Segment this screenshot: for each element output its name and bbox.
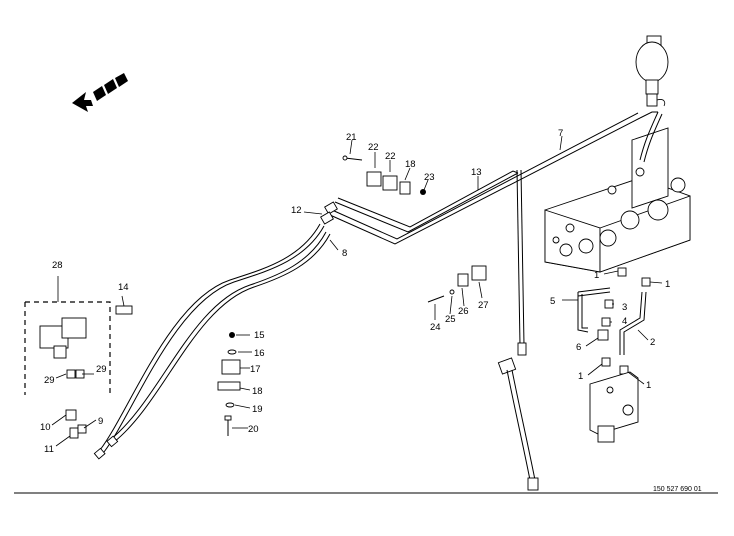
parts-15-20: [217, 332, 241, 436]
fitting-12: [320, 201, 338, 225]
pipes-2-5: [577, 267, 651, 355]
label-1a: 1: [594, 270, 599, 281]
label-26: 26: [458, 306, 469, 317]
label-1c: 1: [578, 371, 583, 382]
label-4: 4: [622, 316, 627, 327]
label-27: 27: [478, 300, 489, 311]
label-3: 3: [622, 302, 627, 313]
label-14: 14: [118, 282, 129, 293]
label-1d: 1: [646, 380, 651, 391]
drawing-number: 150 527 690 01: [653, 486, 702, 493]
label-25: 25: [445, 314, 456, 325]
label-23: 23: [424, 172, 435, 183]
label-17: 17: [250, 364, 261, 375]
label-22a: 22: [368, 142, 379, 153]
label-24: 24: [430, 322, 441, 333]
label-19: 19: [252, 404, 263, 415]
label-29a: 29: [44, 375, 55, 386]
part-labels: 21 22 22 18 23 13 7 12 8 28 14 15 16 17 …: [40, 128, 670, 455]
detail-box-28: [24, 276, 111, 395]
label-15: 15: [254, 330, 265, 341]
label-11: 11: [44, 444, 54, 455]
label-22b: 22: [385, 151, 396, 162]
label-9: 9: [98, 416, 103, 427]
parts-21-23: [342, 155, 426, 195]
label-6: 6: [576, 342, 581, 353]
pipe-13: [334, 169, 527, 356]
label-1b: 1: [665, 279, 670, 290]
label-18b: 18: [252, 386, 263, 397]
label-2: 2: [650, 337, 655, 348]
hose-bottom: [497, 357, 539, 491]
part-14: [115, 305, 133, 315]
valve-block: [544, 127, 691, 273]
parts-24-27: [427, 265, 487, 303]
accumulator: [635, 35, 669, 107]
pipe-7: [329, 111, 663, 245]
label-21: 21: [346, 132, 357, 143]
label-10: 10: [40, 422, 51, 433]
lower-valve: [589, 357, 639, 443]
label-13: 13: [471, 167, 482, 178]
label-20: 20: [248, 424, 259, 435]
label-5: 5: [550, 296, 555, 307]
fittings-9-11: [65, 409, 87, 439]
label-12: 12: [291, 205, 302, 216]
label-29b: 29: [96, 364, 107, 375]
direction-arrow-icon: [72, 73, 128, 112]
hoses: [93, 223, 331, 460]
label-28: 28: [52, 260, 63, 271]
leader-lines: [51, 135, 663, 447]
label-8: 8: [342, 248, 347, 259]
label-7: 7: [558, 128, 563, 139]
label-18a: 18: [405, 159, 416, 170]
label-16: 16: [254, 348, 265, 359]
